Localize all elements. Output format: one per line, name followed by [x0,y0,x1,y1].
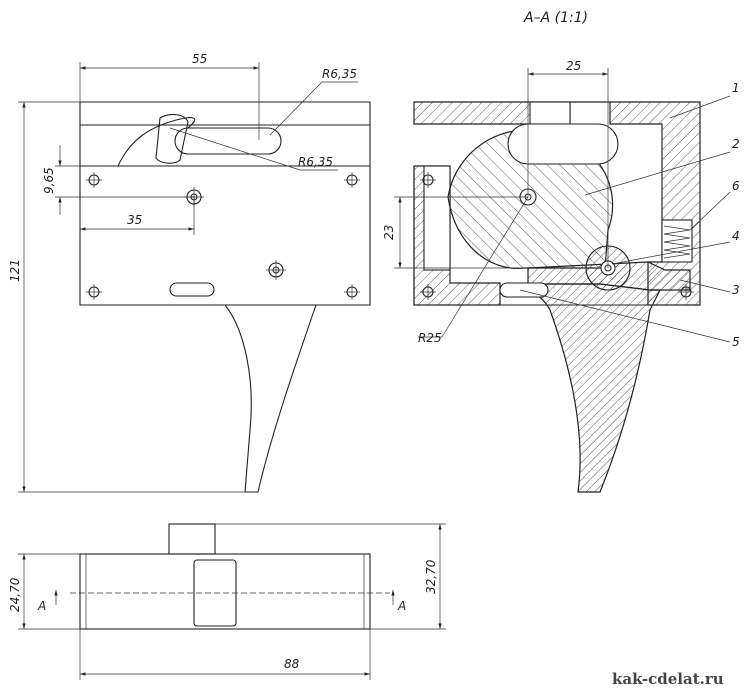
screw-hole [678,284,694,300]
screw-hole [344,284,360,300]
trigger-part-5 [527,283,661,493]
part-number-2: 2 [732,137,740,151]
screw-hole [420,284,436,300]
pivot-hole [266,260,286,280]
dim-r25: R25 [418,331,442,345]
section-view: A–A (1:1) 25 [382,10,740,493]
dim-55: 55 [192,52,207,66]
dim-3270: 32,70 [424,559,438,594]
section-title: A–A (1:1) [523,10,588,26]
top-view: A A 24,70 32,70 88 [8,523,446,680]
section-mark-left: A [37,599,46,613]
sear-slot [155,113,189,164]
lower-slot [169,282,215,297]
part-number-4: 4 [732,229,740,243]
front-body-outline [79,101,371,306]
dim-121: 121 [8,259,22,282]
part-number-3: 3 [732,283,740,297]
dim-88: 88 [284,657,300,671]
top-view-knob [168,523,216,555]
front-window [174,127,282,155]
dim-965: 9,65 [42,167,56,194]
dim-25: 25 [566,59,581,73]
dim-r635-mid: R6,35 [298,155,333,169]
trigger-slot [499,282,549,298]
front-view: 55 R6,35 R6,35 9,65 35 121 [8,52,371,493]
housing-upper-slot [529,101,571,125]
dim-23: 23 [382,225,396,240]
screw-hole [86,284,102,300]
dim-2470: 24,70 [8,577,22,612]
screw-hole [420,172,436,188]
dim-r635-top: R6,35 [322,67,357,81]
screw-hole [86,172,102,188]
top-view-body [79,553,371,630]
trigger-blade [224,304,317,493]
part-number-1: 1 [732,81,740,95]
part-number-5: 5 [732,335,740,349]
section-mark-right: A [397,599,406,613]
screw-hole [344,172,360,188]
spring-part-6 [661,219,693,263]
dim-35: 35 [127,213,142,227]
part-number-6: 6 [732,179,740,193]
hammer-slot [507,123,619,165]
watermark: kak-cdelat.ru [612,670,724,688]
